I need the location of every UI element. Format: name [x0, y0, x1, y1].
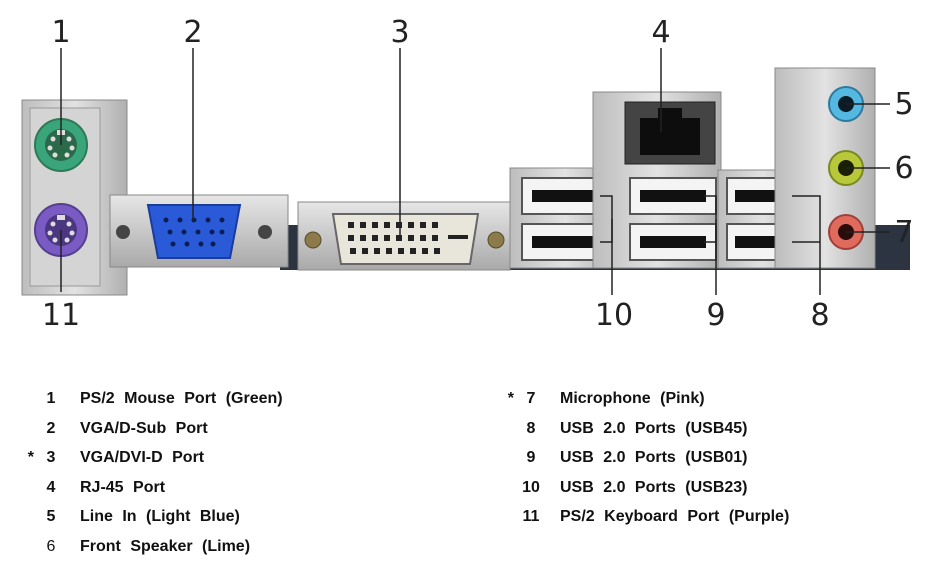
legend-star: *	[27, 449, 34, 466]
legend-column-right: * 7 Microphone (Pink) 8 USB 2.0 Ports (U…	[500, 390, 790, 538]
legend-item: 6 Front Speaker (Lime)	[20, 538, 283, 568]
legend-label: RJ-45 Port	[80, 478, 166, 496]
legend-number: 10	[522, 478, 540, 496]
legend-number: 4	[46, 478, 56, 496]
rj45-usb-stack	[592, 91, 722, 269]
legend-item: 11 PS/2 Keyboard Port (Purple)	[500, 508, 790, 538]
legend-number: 5	[46, 508, 56, 525]
legend-label: Front Speaker (Lime)	[80, 537, 251, 555]
legend-label: USB 2.0 Ports (USB01)	[560, 449, 748, 466]
legend-number: 6	[46, 537, 56, 555]
legend-item: 9 USB 2.0 Ports (USB01)	[500, 449, 789, 479]
legend-label: USB 2.0 Ports (USB23)	[560, 478, 748, 496]
callout-9: 9	[706, 298, 725, 333]
io-panel-diagram: 1 2 3 4 5 6 7 8 9 10 11	[21, 15, 914, 333]
callout-5: 5	[894, 87, 913, 122]
legend-number: 7	[526, 390, 536, 407]
legend-number: 2	[46, 419, 56, 437]
legend-item: 10 USB 2.0 Ports (USB23)	[500, 479, 789, 509]
legend-item: * 7 Microphone (Pink)	[500, 390, 789, 420]
callout-10: 10	[595, 298, 633, 333]
legend-item: 2 VGA/D-Sub Port	[20, 420, 283, 450]
legend-label: VGA/DVI-D Port	[80, 449, 205, 466]
legend-number: 11	[522, 508, 540, 525]
legend-number: 9	[526, 449, 536, 466]
port-legend: 1 PS/2 Mouse Port (Green) 2 VGA/D-Sub Po…	[0, 390, 939, 570]
dvi-port	[297, 201, 511, 271]
callout-8: 8	[810, 298, 829, 333]
legend-number: 3	[46, 449, 56, 466]
legend-item: * 3 VGA/DVI-D Port	[20, 449, 283, 479]
callout-2: 2	[183, 15, 202, 50]
leader-lines	[60, 48, 890, 295]
legend-label: VGA/D-Sub Port	[80, 419, 208, 437]
legend-item: 5 Line In (Light Blue)	[20, 508, 283, 538]
legend-label: USB 2.0 Ports (USB45)	[560, 419, 748, 437]
legend-number: 1	[46, 390, 56, 407]
legend-column-left: 1 PS/2 Mouse Port (Green) 2 VGA/D-Sub Po…	[20, 390, 283, 567]
callout-4: 4	[651, 15, 670, 50]
vga-port	[109, 194, 289, 268]
rj45-port	[624, 101, 716, 165]
legend-label: Line In (Light Blue)	[80, 508, 240, 525]
callout-3: 3	[390, 15, 409, 50]
callout-11: 11	[42, 298, 80, 333]
legend-label: PS/2 Keyboard Port (Purple)	[560, 508, 790, 525]
callout-6: 6	[894, 151, 913, 186]
callout-1: 1	[51, 15, 70, 50]
legend-item: 8 USB 2.0 Ports (USB45)	[500, 420, 789, 450]
legend-star: *	[507, 390, 514, 407]
legend-item: 1 PS/2 Mouse Port (Green)	[20, 390, 283, 420]
legend-item: 4 RJ-45 Port	[20, 479, 283, 509]
legend-label: PS/2 Mouse Port (Green)	[80, 390, 283, 407]
legend-number: 8	[526, 419, 536, 437]
callout-7: 7	[894, 215, 913, 250]
legend-label: Microphone (Pink)	[560, 390, 705, 407]
